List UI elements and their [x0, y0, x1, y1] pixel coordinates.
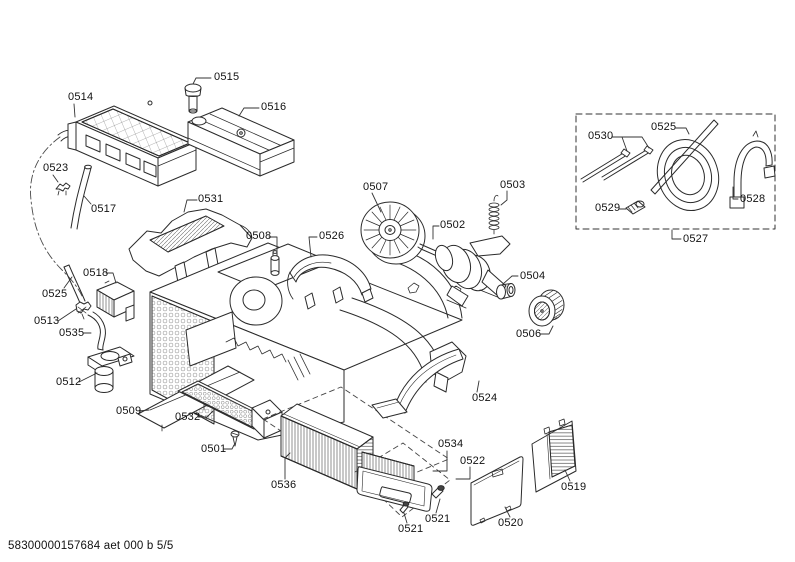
part-0524-curved-deflector: [371, 348, 464, 419]
part-0515-plug: [184, 83, 202, 114]
part-label-0518: 0518: [83, 267, 109, 279]
part-0502-motor: [417, 235, 511, 309]
part-0504-coupling: [496, 283, 516, 300]
part-0525-hose-left: [63, 264, 86, 304]
part-0521-pin-b: [399, 501, 410, 514]
part-label-0525: 0525: [651, 121, 677, 133]
part-0501-screw: [230, 430, 240, 447]
part-label-0529: 0529: [595, 202, 621, 214]
part-0525-drain-hose-coil: [650, 119, 720, 211]
part-0536-heat-exchanger: [262, 386, 450, 492]
part-0526-duct-cover: [287, 254, 374, 310]
part-label-0513: 0513: [34, 315, 60, 327]
part-0528-hose-guide: [729, 130, 776, 209]
part-label-0504: 0504: [520, 270, 546, 282]
part-label-0531: 0531: [198, 193, 224, 205]
part-label-0530: 0530: [588, 130, 614, 142]
part-0518-module: [96, 280, 135, 322]
part-label-0512: 0512: [56, 376, 82, 388]
part-0532-grille-strip: [177, 380, 283, 439]
part-0507-blower-wheel: [360, 201, 426, 265]
filter-unit: [354, 442, 451, 518]
part-label-0532: 0532: [175, 411, 201, 423]
part-0512-pump: [87, 346, 135, 393]
part-0513-clamp: [75, 301, 92, 320]
part-label-0536: 0536: [271, 479, 297, 491]
part-0503-spring: [488, 194, 500, 235]
part-label-0519: 0519: [561, 481, 587, 493]
part-label-0525: 0525: [42, 288, 68, 300]
part-0521-pin-a: [431, 485, 445, 499]
part-0519-grille: [531, 418, 577, 493]
part-label-0535: 0535: [59, 327, 85, 339]
part-0529-nozzle: [625, 200, 646, 215]
part-label-0517: 0517: [91, 203, 117, 215]
part-label-0527: 0527: [683, 233, 709, 245]
part-label-0503: 0503: [500, 179, 526, 191]
part-label-0516: 0516: [261, 101, 287, 113]
part-label-0507: 0507: [363, 181, 389, 193]
part-label-0508: 0508: [246, 230, 272, 242]
part-0520-door-panel: [470, 456, 524, 526]
part-0523-clip: [55, 182, 71, 196]
part-0514-condensate-container: [67, 100, 197, 187]
part-label-0520: 0520: [498, 517, 524, 529]
part-label-0526: 0526: [319, 230, 345, 242]
part-label-0521: 0521: [398, 523, 424, 535]
part-label-0534: 0534: [438, 438, 464, 450]
part-label-0524: 0524: [472, 392, 498, 404]
part-0508-pin: [270, 250, 280, 276]
part-label-0523: 0523: [43, 162, 69, 174]
part-label-0509: 0509: [116, 405, 142, 417]
document-code: 58300000157684 aet 000 b 5/5: [8, 540, 174, 552]
part-label-0501: 0501: [201, 443, 227, 455]
part-label-0515: 0515: [214, 71, 240, 83]
part-0516-tray: [187, 107, 295, 177]
accessory-kit-box: [575, 113, 776, 230]
part-0530-cable-ties: [580, 145, 654, 183]
part-label-0502: 0502: [440, 219, 466, 231]
leader-lines: [52, 77, 739, 524]
part-label-0522: 0522: [460, 455, 486, 467]
part-label-0528: 0528: [740, 193, 766, 205]
part-0506-roller: [528, 289, 565, 327]
part-label-0514: 0514: [68, 91, 94, 103]
part-label-0506: 0506: [516, 328, 542, 340]
part-label-0521: 0521: [425, 513, 451, 525]
part-0535-hose: [87, 311, 106, 351]
